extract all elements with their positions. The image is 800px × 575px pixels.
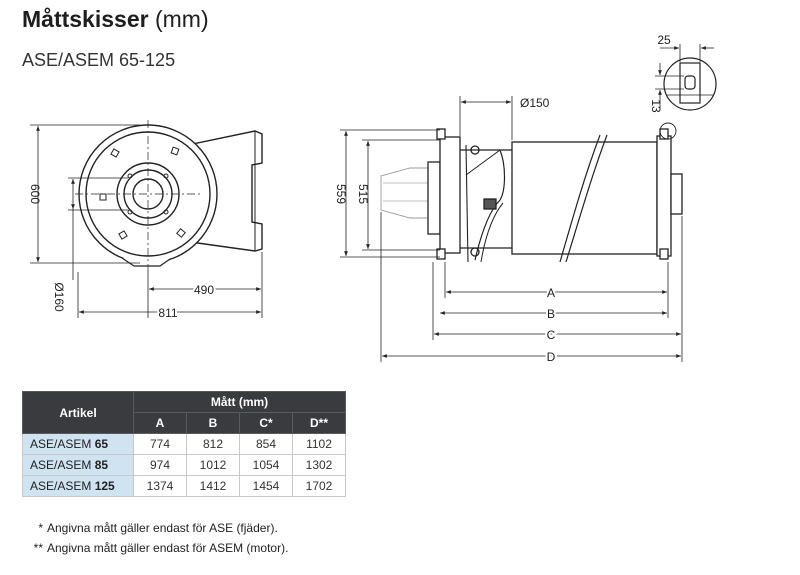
side-view [30,120,263,318]
front-drum [511,141,658,255]
table-col-b: B [186,412,240,434]
table-col-c: C* [239,412,293,434]
table-header-group: Mått (mm) [133,391,346,413]
title-text: Måttskisser [22,6,149,32]
cell-d: 1702 [292,475,346,497]
article-prefix: ASE/ASEM [30,437,95,451]
title-unit: (mm) [154,6,209,32]
dim-label-600: 600 [28,184,42,204]
dim-label-25: 25 [657,33,671,47]
dim-label-811: 811 [158,306,177,320]
dim-label-13: 13 [649,99,663,113]
footnote-text: Angivna mått gäller endast för ASE (fjäd… [47,521,278,535]
cell-c: 854 [239,433,293,455]
dim-label-b: B [547,307,555,321]
dim-label-d: D [547,350,556,364]
table-col-d: D** [292,412,346,434]
dim-label-drum-diameter: Ø150 [520,96,550,110]
footnote-mark: ** [33,541,43,555]
article-prefix: ASE/ASEM [30,458,95,472]
table-col-a: A [133,412,187,434]
cell-b: 1412 [186,475,240,497]
dimension-drawing: 600 Ø160 490 811 [28,33,717,366]
table-row: ASE/ASEM 65 774 812 854 1102 [22,433,346,455]
cell-c: 1454 [239,475,293,497]
cell-d: 1302 [292,454,346,476]
article-prefix: ASE/ASEM [30,479,95,493]
cell-b: 1012 [186,454,240,476]
footnote-asem: ** Angivna mått gäller endast för ASEM (m… [29,541,289,555]
footnote-mark: * [38,521,43,535]
page-subtitle: ASE/ASEM 65-125 [22,50,176,70]
cell-b: 812 [186,433,240,455]
cell-a: 1374 [133,475,187,497]
article-size: 125 [94,479,115,493]
dim-label-c: C [547,328,556,342]
detail-view [655,44,717,111]
dim-label-hub-diameter: Ø160 [52,282,66,312]
footnote-ase: * Angivna mått gäller endast för ASE (fjä… [29,521,278,535]
footnote-text: Angivna mått gäller endast för ASEM (mot… [47,541,289,555]
dim-label-559: 559 [334,184,348,204]
table-row: ASE/ASEM 85 974 1012 1054 1302 [22,454,346,476]
cell-c: 1054 [239,454,293,476]
dim-label-a: A [547,286,555,300]
article-size: 65 [94,437,109,451]
dim-label-515: 515 [356,184,370,204]
dimensions-table: Artikel Mått (mm) A B C* D** ASE/ASEM 65… [22,391,346,497]
row-article: ASE/ASEM 65 [22,433,134,455]
dim-label-490: 490 [194,283,214,297]
table-row: ASE/ASEM 125 1374 1412 1454 1702 [22,475,346,497]
cell-a: 774 [133,433,187,455]
page-title: Måttskisser (mm) [22,6,209,33]
row-article: ASE/ASEM 85 [22,454,134,476]
front-view [340,96,683,362]
row-article: ASE/ASEM 125 [22,475,134,497]
article-size: 85 [94,458,109,472]
cell-a: 974 [133,454,187,476]
cell-d: 1102 [292,433,346,455]
table-header-article: Artikel [22,391,134,434]
